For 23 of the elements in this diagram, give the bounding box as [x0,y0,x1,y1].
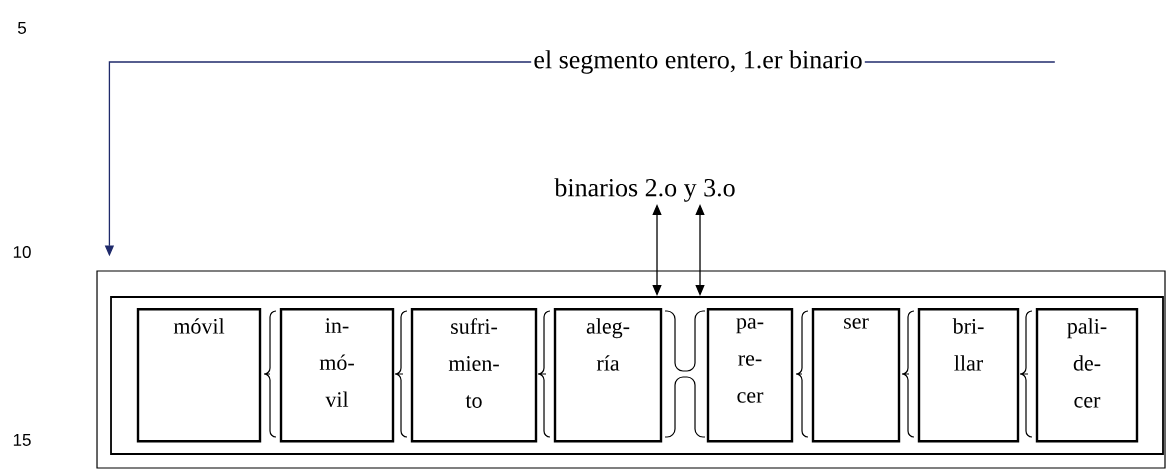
word-box [811,308,901,443]
line-number: 5 [17,22,26,34]
heading-text: el segmento entero, 1.er binario [534,50,862,74]
word-box [136,308,262,443]
word-text: bri- llar [952,318,984,371]
frame-box [110,296,1164,455]
word-box [410,308,538,443]
word-text: pa- re- cer [736,318,764,403]
frame-box [96,270,1166,469]
word-box [553,308,663,443]
word-box [1035,308,1139,443]
line-number: 15 [13,434,31,446]
word-text: móvil [173,318,225,334]
line-number: 10 [13,245,31,258]
word-text: in- mó- vil [319,318,354,407]
word-text: ser [844,318,869,329]
word-text: sufri- mien- to [448,318,499,408]
heading-text: binarios 2.o y 3.o [554,178,735,202]
word-box [706,308,794,443]
word-text: aleg- ría [586,318,630,371]
word-text: pali- de- cer [1067,318,1107,408]
word-box [917,308,1020,443]
word-box [279,308,395,443]
